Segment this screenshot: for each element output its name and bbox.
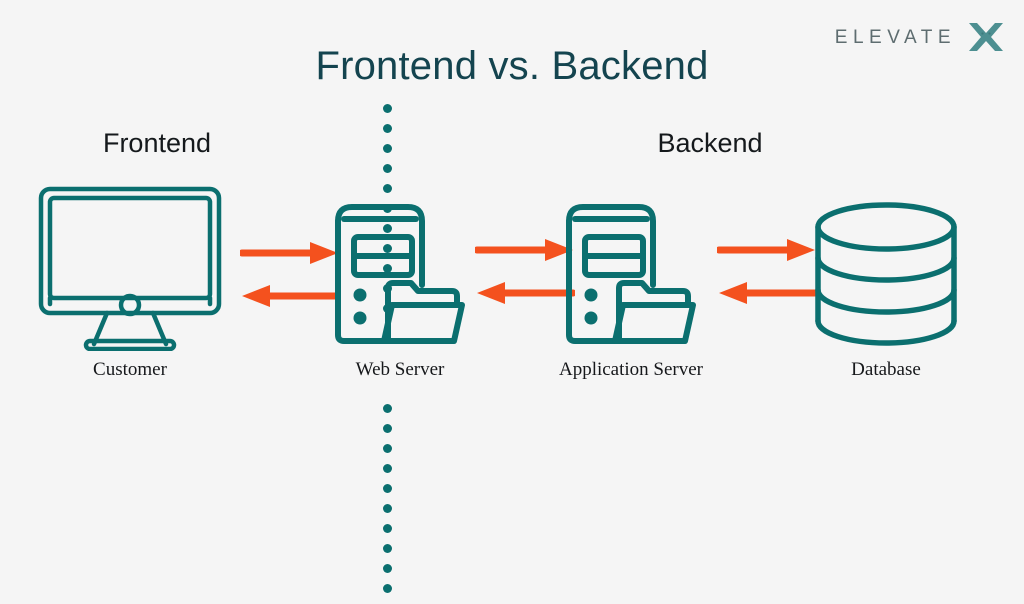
- divider-dot: [383, 184, 392, 193]
- connection-web-server-application-server: [473, 237, 577, 311]
- arrow-right: [238, 240, 340, 271]
- section-heading-backend: Backend: [657, 128, 763, 158]
- brand-logo: ELEVATE: [835, 22, 1004, 52]
- divider-dot: [383, 264, 392, 273]
- page-title: Frontend vs. Backend: [315, 44, 709, 88]
- divider-dotted-bottom: [383, 404, 392, 604]
- node-application-server-icon-wrap: [536, 186, 726, 351]
- arrow-left-icon: [242, 285, 342, 307]
- node-application-server-label: Application Server: [558, 359, 704, 380]
- monitor-icon: [38, 186, 222, 351]
- arrow-right: [715, 237, 817, 268]
- arrow-right-icon: [473, 239, 573, 261]
- logo-wordmark: ELEVATE: [834, 26, 956, 48]
- divider-dot: [383, 484, 392, 493]
- server-folder-icon: [566, 204, 696, 344]
- node-web-server: Web Server: [305, 186, 495, 381]
- divider-dot: [383, 224, 392, 233]
- arrow-left-icon: [719, 282, 819, 304]
- node-customer: Customer: [28, 186, 232, 381]
- connection-customer-web-server: [238, 240, 342, 314]
- node-database-label: Database: [851, 359, 921, 380]
- divider-dot: [383, 464, 392, 473]
- node-database-icon-wrap: [788, 186, 984, 351]
- node-customer-icon-wrap: [28, 186, 232, 351]
- node-application-server: Application Server: [536, 186, 726, 381]
- divider-dot: [383, 244, 392, 253]
- section-heading-frontend: Frontend: [102, 128, 212, 158]
- database-cylinder-icon: [815, 202, 957, 346]
- arrow-right-icon: [238, 242, 338, 264]
- divider-dot: [383, 504, 392, 513]
- divider-dot: [383, 584, 392, 593]
- divider-dot: [383, 124, 392, 133]
- node-customer-label: Customer: [93, 359, 167, 380]
- divider-dot: [383, 404, 392, 413]
- divider-dot: [383, 564, 392, 573]
- node-web-server-label: Web Server: [355, 359, 445, 380]
- connection-application-server-database: [715, 237, 819, 311]
- x-mark-icon: [969, 23, 1003, 51]
- divider-dot: [383, 424, 392, 433]
- node-database: Database: [788, 186, 984, 381]
- divider-dot: [383, 444, 392, 453]
- arrow-right: [473, 237, 575, 268]
- arrow-left: [717, 280, 819, 311]
- divider-dot: [383, 524, 392, 533]
- divider-dot: [383, 164, 392, 173]
- node-web-server-icon-wrap: [305, 186, 495, 351]
- arrow-left: [240, 283, 342, 314]
- arrow-left-icon: [477, 282, 577, 304]
- arrow-right-icon: [715, 239, 815, 261]
- server-folder-icon: [335, 204, 465, 344]
- divider-dot: [383, 544, 392, 553]
- arrow-left: [475, 280, 577, 311]
- divider-dot: [383, 104, 392, 113]
- divider-dot: [383, 144, 392, 153]
- diagram-canvas: ELEVATE Frontend vs. Backend Frontend Ba…: [28, 22, 1004, 593]
